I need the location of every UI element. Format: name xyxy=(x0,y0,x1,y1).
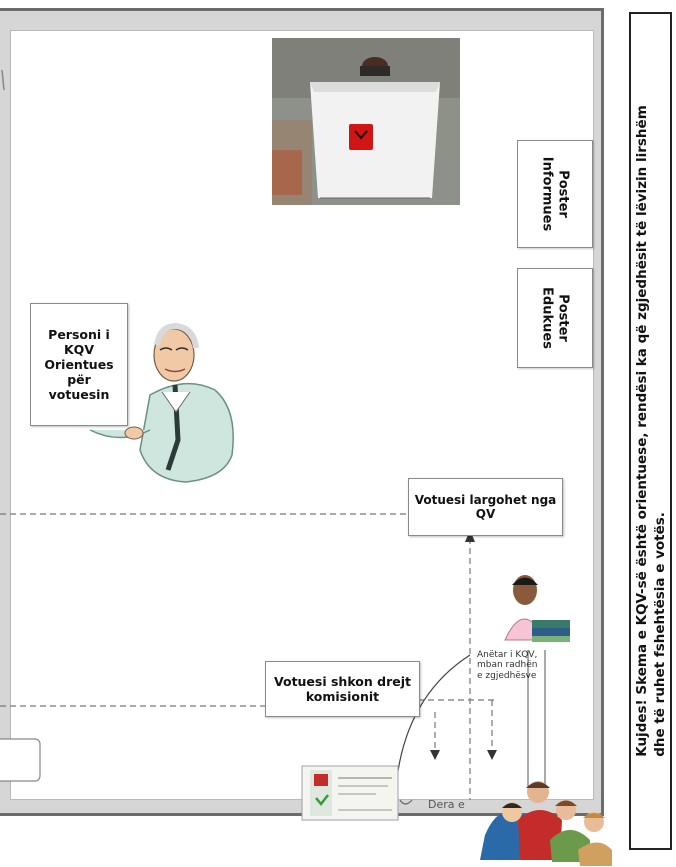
poster-educational-line1: Poster xyxy=(555,294,571,342)
commission-member-label: Anëtar i KQV, mban radhën e zgjedhësve xyxy=(477,650,597,681)
commission-woman-figure xyxy=(504,575,570,642)
poster-informative: Poster Informues xyxy=(517,140,593,248)
orienting-person-label: Personi i KQV Orientues për votuesin xyxy=(30,303,128,426)
warning-line2: dhe të ruhet fshehtësia e votës. xyxy=(651,512,668,757)
ballot-box-photo xyxy=(272,38,460,205)
voter-goes-label: Votuesi shkon drejt komisionit xyxy=(265,661,420,717)
poster-informative-line2: Informues xyxy=(540,156,555,232)
voter-path-lines xyxy=(0,513,495,800)
commission-member-line3: e zgjedhësve xyxy=(477,670,537,681)
poster-educational: Poster Edukues xyxy=(517,268,593,368)
warning-line1: Kujdes! Skema e KQV-së është orientuese,… xyxy=(633,105,650,757)
commission-member-line2: mban radhën xyxy=(477,660,538,671)
ballot-card xyxy=(301,765,399,821)
commission-table xyxy=(0,738,41,782)
commission-member-line1: Anëtar i KQV, xyxy=(477,650,538,660)
door-label: Dera e xyxy=(428,798,465,811)
poster-educational-line2: Edukues xyxy=(540,287,555,349)
voters-group-figure xyxy=(480,781,612,866)
official-man-figure xyxy=(89,322,234,483)
poster-informative-line1: Poster xyxy=(555,170,571,218)
voter-leaves-label: Votuesi largohet nga QV xyxy=(408,478,563,536)
warning-box: Kujdes! Skema e KQV-së është orientuese,… xyxy=(629,12,672,850)
